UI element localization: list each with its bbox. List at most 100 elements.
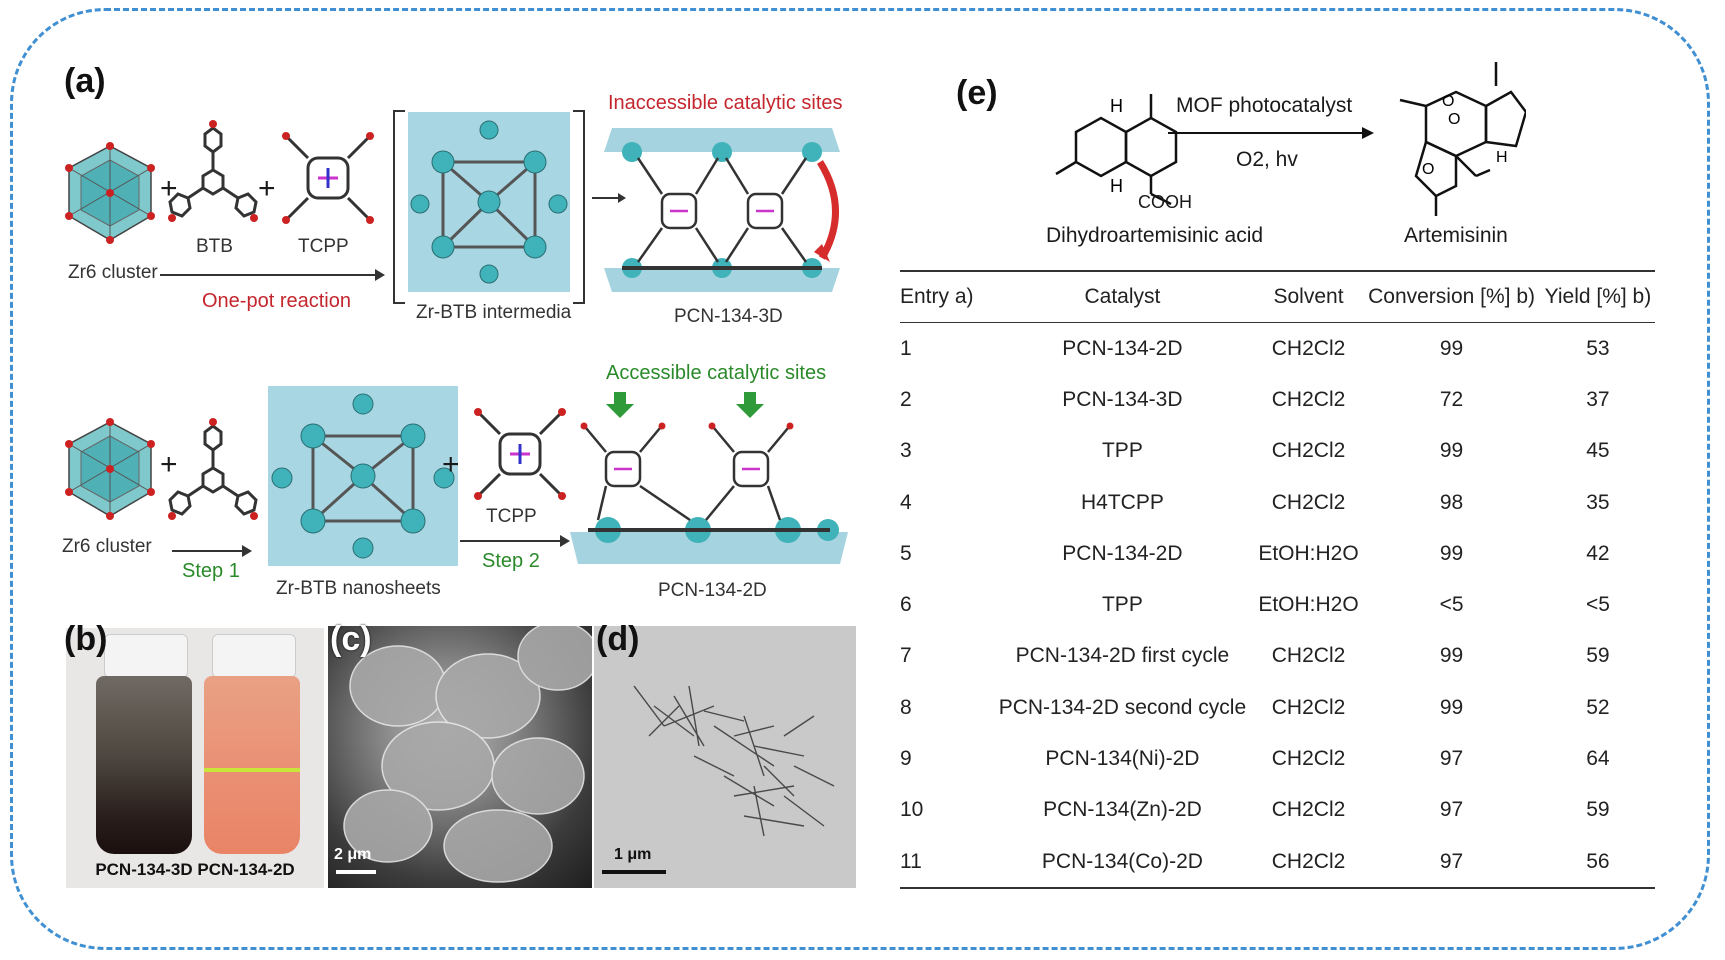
panel-c-label: (c) (330, 620, 372, 658)
vial-label-3d: PCN-134-3D (95, 860, 193, 879)
cell-yield: 56 (1540, 835, 1655, 890)
cell-conversion: 97 (1439, 747, 1464, 771)
cell-catalyst: PCN-134-3D (1062, 387, 1183, 411)
dihydroartemisinic-acid-structure: H H (1055, 94, 1178, 206)
cell-yield: 59 (1586, 644, 1610, 668)
btb-linker-image (168, 120, 258, 222)
tem-image: 1 μm (594, 626, 856, 888)
reaction-arrow (160, 269, 385, 281)
cell-conversion: 99 (1439, 695, 1464, 719)
dashed-frame (10, 8, 1710, 950)
cell-catalyst: TPP (1101, 593, 1143, 617)
cell-yield: 53 (1586, 336, 1610, 360)
cell-catalyst: PCN-134(Zn)-2D (1043, 798, 1202, 822)
zr6-cluster-label: Zr6 cluster (68, 262, 158, 283)
pcn-134-2d-image (568, 392, 850, 572)
header-yield: Yield [%] b) (1540, 272, 1655, 323)
cell-entry: 4 (900, 490, 912, 514)
reagent-top: MOF photocatalyst (1176, 94, 1353, 117)
cell-yield: 42 (1586, 541, 1610, 565)
cell-conversion: 97 (1439, 798, 1464, 822)
table-header-row: Entry a) Catalyst Solvent Conversion [%]… (900, 272, 1655, 323)
artemisinin-structure: O O O H (1399, 62, 1526, 216)
tcpp-label-row2: TCPP (486, 506, 537, 527)
cell-conversion: 98 (1439, 490, 1464, 514)
cell-catalyst: PCN-134(Co)-2D (990, 835, 1255, 890)
cell-entry: 7 (900, 644, 912, 668)
cell-entry: 1 (900, 336, 912, 360)
panel-d-label: (d) (596, 620, 640, 658)
reaction-arrow-e (1168, 127, 1374, 139)
btb-linker-image-row2 (168, 418, 258, 520)
cell-conversion: 99 (1439, 439, 1464, 463)
cell-conversion: 97 (1362, 835, 1541, 890)
header-catalyst: Catalyst (990, 272, 1255, 323)
vials-photo: PCN-134-3D PCN-134-2D (66, 628, 324, 888)
svg-text:O: O (1442, 93, 1454, 110)
plus-sign: + (160, 448, 178, 481)
cell-solvent: EtOH:H2O (1258, 541, 1359, 565)
cell-solvent: CH2Cl2 (1271, 490, 1346, 514)
cell-entry: 11 (900, 835, 990, 890)
header-solvent: Solvent (1254, 272, 1363, 323)
cell-entry: 9 (900, 747, 912, 771)
plus-sign: + (442, 448, 460, 481)
cell-entry: 5 (900, 541, 912, 565)
cell-solvent: CH2Cl2 (1271, 439, 1346, 463)
cell-catalyst: PCN-134-2D first cycle (1015, 644, 1230, 668)
cooh-label: COOH (1138, 192, 1192, 212)
svg-text:H: H (1110, 176, 1123, 196)
cell-solvent: CH2Cl2 (1271, 336, 1346, 360)
accessible-sites-label: Accessible catalytic sites (606, 362, 827, 384)
cell-solvent: CH2Cl2 (1271, 644, 1346, 668)
reagent-bottom: O2, hv (1236, 148, 1298, 171)
table-row: 7 PCN-134-2D first cycle CH2Cl2 99 59 (900, 631, 1655, 682)
svg-text:O: O (1448, 111, 1460, 128)
step2-label: Step 2 (482, 550, 540, 572)
zr6-cluster-label-row2: Zr6 cluster (62, 536, 152, 557)
cell-yield: 52 (1586, 695, 1610, 719)
panel-e-label: (e) (956, 74, 998, 112)
cell-conversion: 72 (1439, 387, 1464, 411)
header-entry: Entry a) (900, 272, 990, 323)
one-pot-reaction-label: One-pot reaction (202, 290, 351, 312)
pcn-134-2d-label: PCN-134-2D (658, 580, 767, 601)
step1-label: Step 1 (182, 560, 240, 582)
cell-entry: 8 (900, 695, 912, 719)
cell-conversion: 99 (1439, 644, 1464, 668)
step1-arrow (172, 545, 252, 557)
bracket-right (573, 110, 585, 304)
btb-label: BTB (196, 236, 233, 257)
zr-btb-nanosheets-label: Zr-BTB nanosheets (276, 578, 441, 599)
cell-solvent: CH2Cl2 (1271, 387, 1346, 411)
cell-catalyst: TPP (1101, 439, 1143, 463)
cell-solvent: CH2Cl2 (1271, 798, 1346, 822)
header-conversion: Conversion [%] b) (1362, 272, 1541, 323)
sem-image: 2 μm (328, 626, 592, 888)
tcpp-linker-image-row2 (474, 408, 566, 500)
table-top-rule (900, 270, 1655, 272)
table-row: 8 PCN-134-2D second cycle CH2Cl2 99 52 (900, 682, 1655, 733)
cell-solvent: CH2Cl2 (1254, 835, 1363, 890)
cell-conversion: 99 (1439, 336, 1464, 360)
cell-solvent: CH2Cl2 (1271, 695, 1346, 719)
pcn-134-3d-label: PCN-134-3D (674, 306, 783, 327)
tem-scale-label: 1 μm (614, 846, 652, 863)
cell-yield: 45 (1586, 439, 1610, 463)
cell-catalyst: PCN-134-2D (1062, 541, 1183, 565)
cell-catalyst: PCN-134(Ni)-2D (1045, 747, 1200, 771)
cell-catalyst: PCN-134-2D second cycle (998, 695, 1247, 719)
cell-entry: 6 (900, 593, 912, 617)
product-name: Artemisinin (1404, 224, 1508, 247)
cell-yield: 37 (1586, 387, 1610, 411)
zr6-cluster-image-row1 (65, 142, 155, 244)
inaccessible-sites-label: Inaccessible catalytic sites (608, 92, 843, 114)
reactant-name: Dihydroartemisinic acid (1046, 224, 1264, 247)
svg-text:O: O (1422, 161, 1434, 178)
cell-solvent: EtOH:H2O (1258, 593, 1359, 617)
